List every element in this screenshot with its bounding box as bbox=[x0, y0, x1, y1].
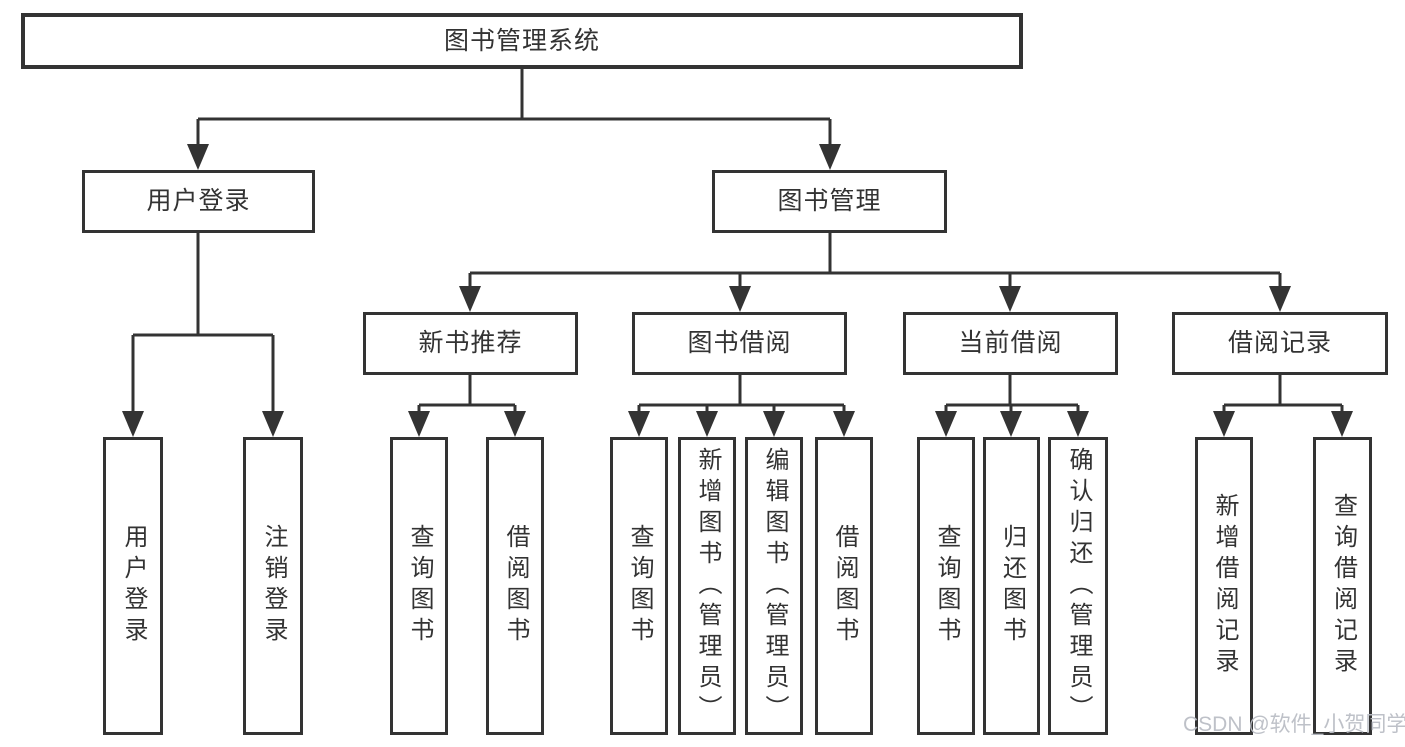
node-label: 确认归还（管理员） bbox=[1065, 446, 1092, 726]
leaf-logout: 注销登录 bbox=[243, 437, 303, 735]
node-label: 图书借阅 bbox=[687, 329, 792, 357]
node-label: 查询图书 bbox=[626, 524, 653, 648]
leaf-cb-query-book: 查询图书 bbox=[917, 437, 975, 735]
leaf-cb-confirm-return-admin: 确认归还（管理员） bbox=[1048, 437, 1108, 735]
leaf-nb-borrow-book: 借阅图书 bbox=[486, 437, 544, 735]
node-label: 查询借阅记录 bbox=[1329, 493, 1357, 679]
node-label: 用户登录 bbox=[146, 187, 251, 215]
csdn-watermark: CSDN @软件_小贺同学 bbox=[1183, 713, 1405, 736]
node-current-borrow: 当前借阅 bbox=[903, 312, 1118, 375]
node-user-login: 用户登录 bbox=[82, 170, 315, 233]
node-label: 编辑图书（管理员） bbox=[761, 446, 788, 726]
node-system-root: 图书管理系统 bbox=[21, 13, 1023, 69]
node-label: 新书推荐 bbox=[418, 329, 523, 357]
leaf-bb-query-book: 查询图书 bbox=[610, 437, 668, 735]
node-new-book-recommend: 新书推荐 bbox=[363, 312, 578, 375]
node-label: 注销登录 bbox=[260, 524, 287, 648]
node-borrow-record: 借阅记录 bbox=[1172, 312, 1388, 375]
node-label: 查询图书 bbox=[933, 524, 960, 648]
node-label: 图书管理系统 bbox=[443, 26, 600, 55]
leaf-nb-query-book: 查询图书 bbox=[390, 437, 448, 735]
leaf-bb-borrow-book: 借阅图书 bbox=[815, 437, 873, 735]
node-label: 归还图书 bbox=[998, 524, 1026, 648]
node-label: 新增借阅记录 bbox=[1211, 493, 1238, 679]
node-label: 图书管理 bbox=[777, 187, 882, 215]
node-label: 借阅记录 bbox=[1227, 329, 1332, 357]
node-label: 用户登录 bbox=[120, 524, 147, 648]
node-label: 借阅图书 bbox=[502, 524, 529, 648]
node-book-management: 图书管理 bbox=[712, 170, 947, 233]
node-label: 查询图书 bbox=[406, 524, 433, 648]
node-label: 当前借阅 bbox=[958, 329, 1063, 357]
node-label: 借阅图书 bbox=[831, 524, 858, 648]
leaf-user-login: 用户登录 bbox=[103, 437, 163, 735]
node-label: 新增图书（管理员） bbox=[694, 446, 721, 726]
leaf-bb-edit-book-admin: 编辑图书（管理员） bbox=[745, 437, 803, 735]
leaf-cb-return-book: 归还图书 bbox=[983, 437, 1040, 735]
node-book-borrow: 图书借阅 bbox=[632, 312, 847, 375]
leaf-br-query-record: 查询借阅记录 bbox=[1313, 437, 1372, 735]
leaf-br-add-record: 新增借阅记录 bbox=[1195, 437, 1253, 735]
leaf-bb-add-book-admin: 新增图书（管理员） bbox=[678, 437, 736, 735]
